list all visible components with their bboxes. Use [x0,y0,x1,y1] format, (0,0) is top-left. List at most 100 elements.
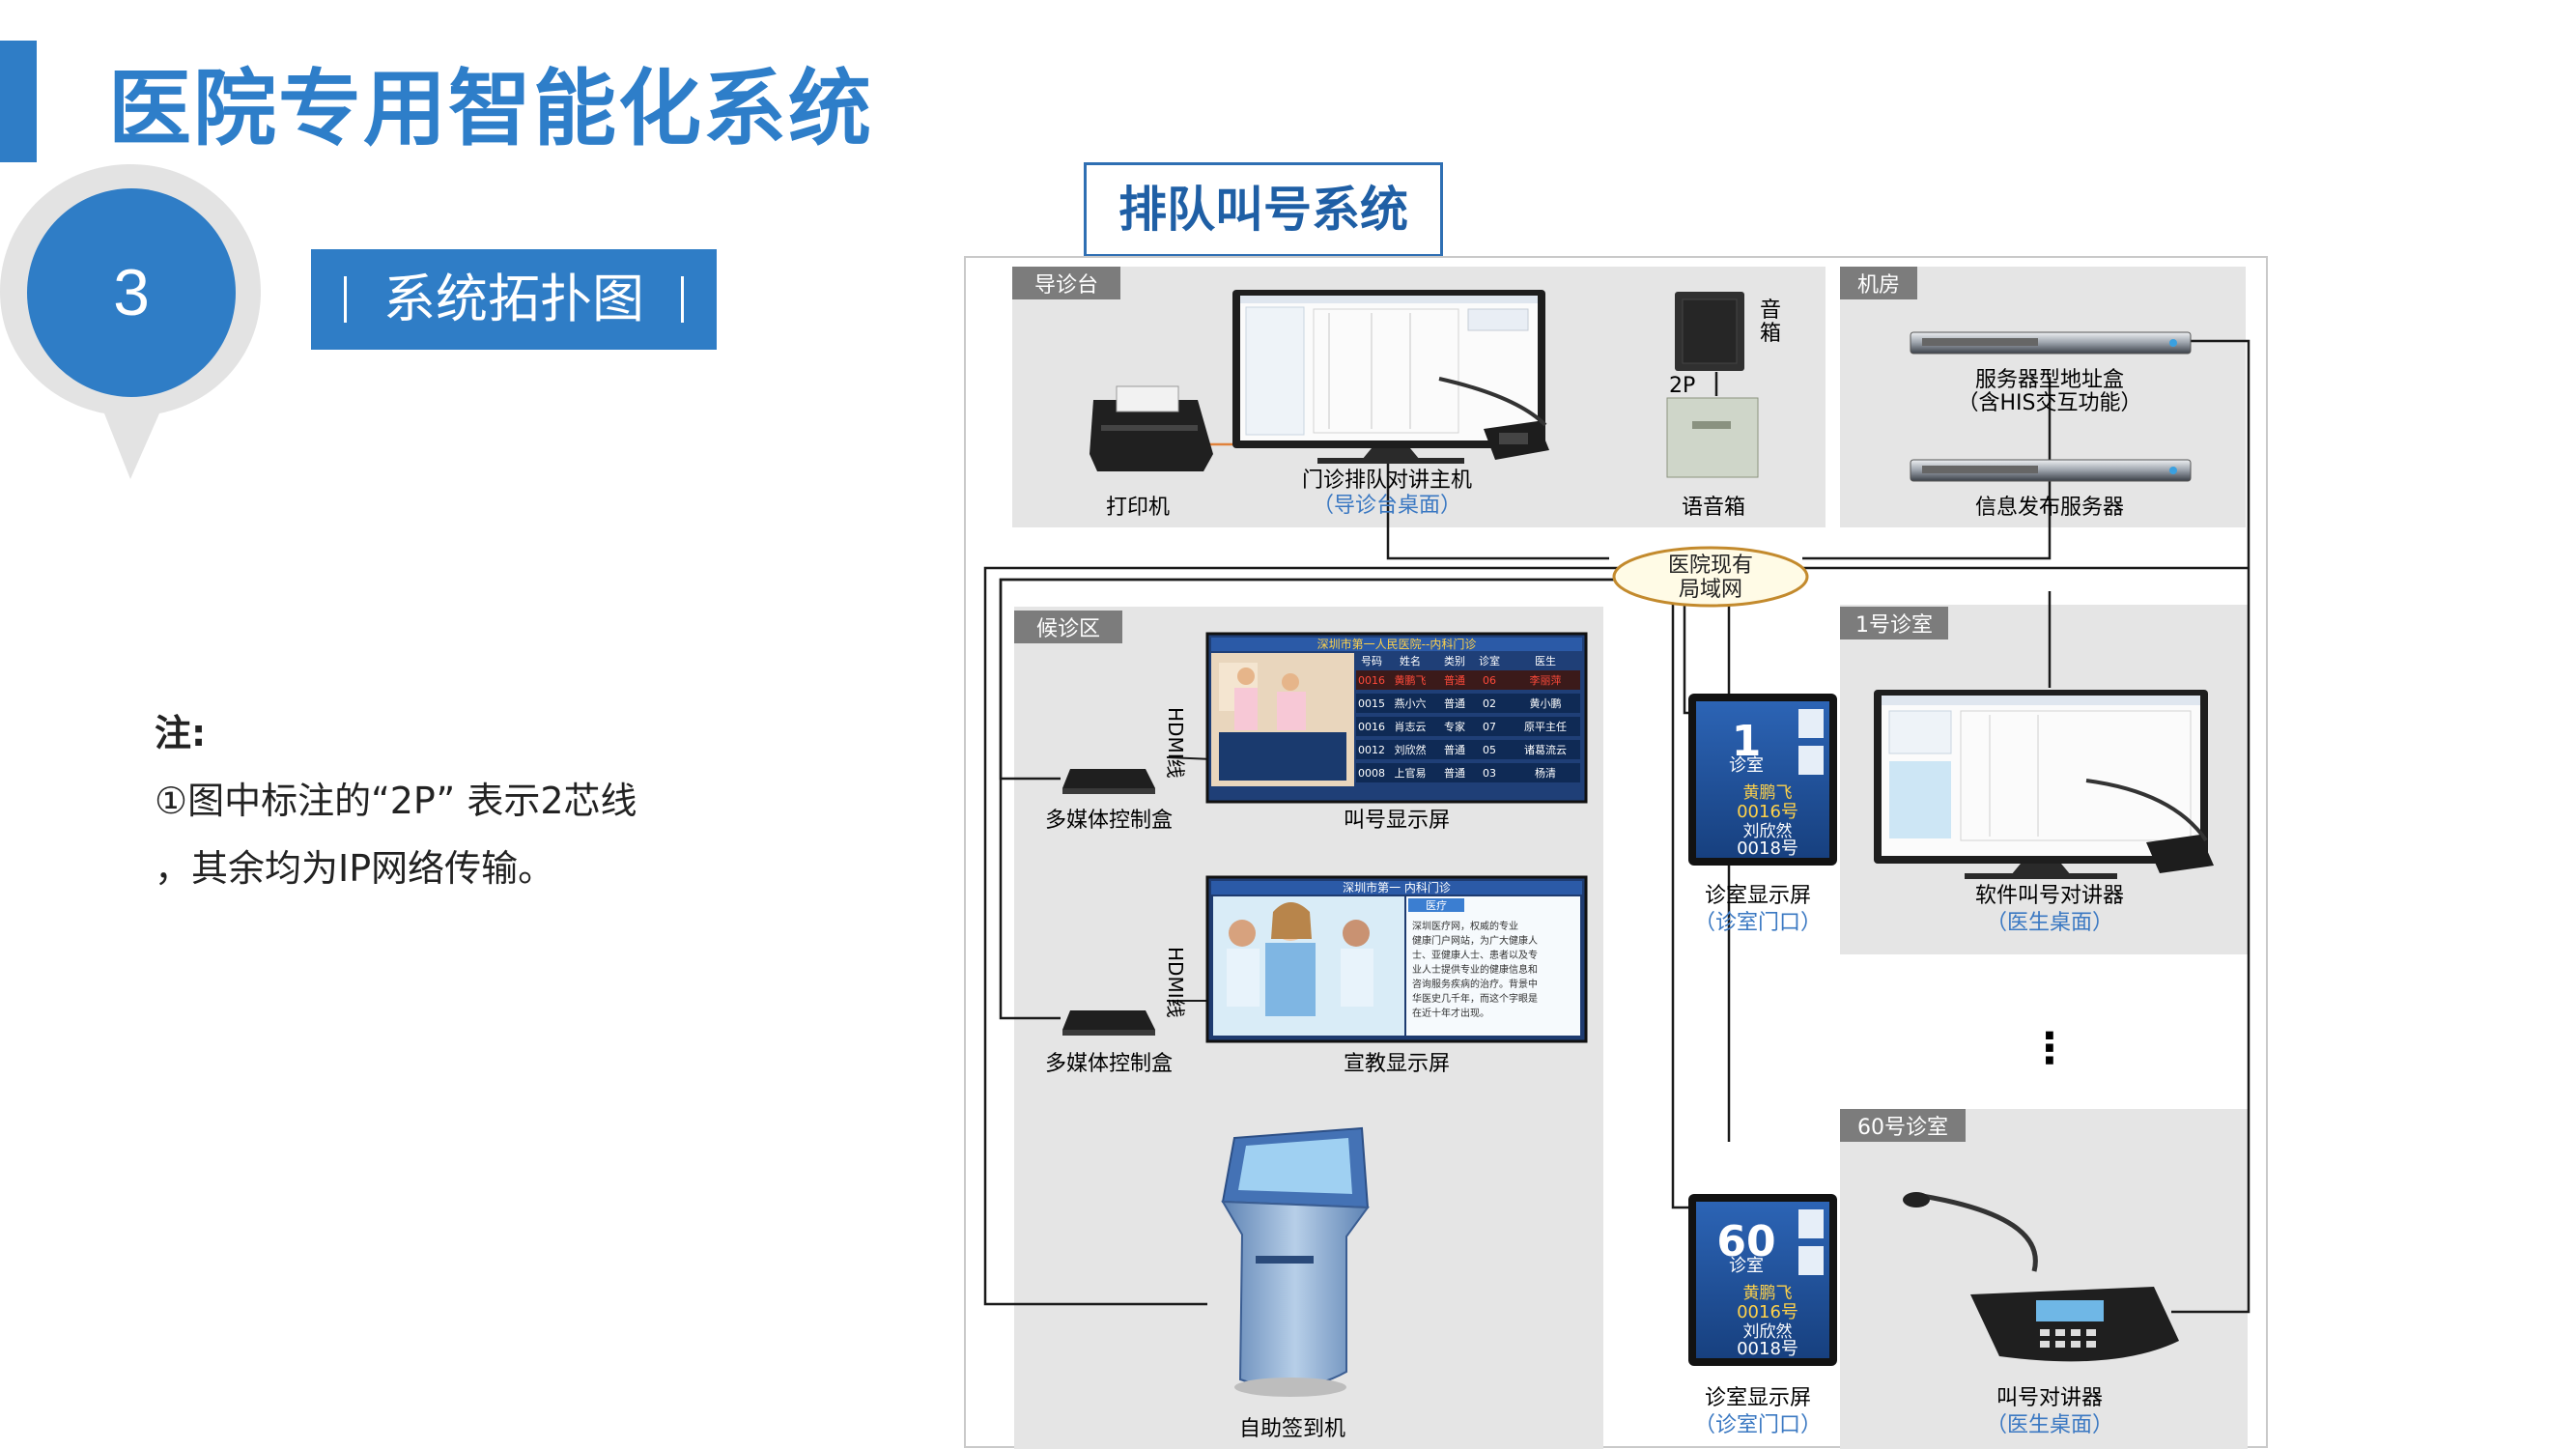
edu-screen-body-line: 咨询服务疾病的治疗。背景中 [1412,978,1538,990]
section-label-box: 系统拓扑图 [311,249,717,350]
call-table-cell: 02 [1483,697,1496,710]
section-label: 系统拓扑图 [383,269,644,329]
room60-room: 诊室 [1729,1256,1764,1276]
zone-machine-room: 机房 [1840,267,2246,527]
call-table-row [1356,763,1580,782]
speaker-icon [1675,292,1744,371]
call-table-cell: 05 [1483,744,1496,756]
room60-number: 60 [1716,1217,1775,1266]
call-table-cell: 专家 [1444,720,1465,733]
kiosk-label: 自助签到机 [1239,1417,1345,1441]
zone-guide-label: 导诊台 [1034,273,1098,298]
room1-num1: 0016号 [1737,802,1798,822]
call-table-row [1356,694,1580,713]
soft-intercom-label-line2: （医生桌面） [1986,911,2113,935]
room1-number: 1 [1732,717,1762,766]
call-table-cell: 燕小六 [1395,697,1427,710]
speaker-label-char2: 箱 [1760,322,1781,346]
room60-screen-label-line1: 诊室显示屏 [1705,1386,1811,1410]
topology-diagram: 导诊台 机房 候诊区 1号诊室 60号诊室 [964,256,2268,1449]
edu-screen-body-line: 华医史几千年，而这个字眼是 [1412,992,1538,1005]
hdmi-cable-1 [1166,756,1214,760]
wire-2p-label: 2P [1669,374,1695,398]
server-address-box-icon [1910,331,2192,355]
multimedia-box-icon-1 [1062,769,1155,794]
printer-label: 打印机 [1106,496,1170,520]
zone-waiting-label: 候诊区 [1036,617,1100,641]
hdmi-label-2: HDMI线 [1164,947,1187,1018]
info-server-icon [1910,459,2192,482]
call-table-cell: 杨清 [1535,766,1556,780]
room60-name2: 刘欣然 [1743,1322,1793,1342]
call-table-cell: 上官易 [1395,766,1427,780]
host-label-line1: 门诊排队对讲主机 [1302,469,1472,493]
edu-screen-body-line: 深圳医疗网，权威的专业 [1412,920,1518,932]
note-title: 注: [155,712,207,754]
room60-num1: 0016号 [1737,1302,1798,1322]
edu-screen-body-line: 士、亚健康人士、患者以及专 [1412,949,1538,961]
call-table-header-cell: 类别 [1444,654,1465,668]
hdmi-label-1: HDMI线 [1164,707,1187,779]
call-table-row [1356,670,1580,690]
doctor-microphone-icon [2085,779,2214,873]
hospital-lan: 医院现有 局域网 [1612,546,1809,608]
title-accent-bar [0,41,37,162]
call-table-cell: 0016 [1358,674,1385,687]
edu-screen-label: 宣教显示屏 [1344,1052,1450,1076]
call-table-cell: 0012 [1358,744,1385,756]
room-display-60: 60 诊室 黄鹏飞 0016号 刘欣然 0018号 [1688,1194,1837,1366]
call-table-cell: 李丽萍 [1530,673,1562,687]
section-number-pin [0,164,261,479]
server1-label-line2: （含HIS交互功能） [1958,391,2142,415]
call-table-cell: 肖志云 [1395,720,1427,733]
note-line-2: ，其余均为IP网络传输。 [155,847,555,890]
room1-screen-label-line1: 诊室显示屏 [1705,884,1811,908]
call-screen-label: 叫号显示屏 [1344,809,1450,833]
call-table-cell: 07 [1483,721,1496,733]
zone-room-60: 60号诊室 [1840,1109,2248,1449]
edu-screen-header: 深圳市第一 内科门诊 [1343,880,1451,895]
edu-screen-body-line: 健康门户网站，为广大健康人 [1412,934,1538,947]
edu-screen-body: 深圳医疗网，权威的专业健康门户网站，为广大健康人士、亚健康人士、患者以及专业人士… [1412,920,1538,1019]
room1-num2: 0018号 [1737,838,1798,859]
call-table-row [1356,717,1580,736]
call-table-header-cell: 诊室 [1479,654,1500,668]
host-label-line2: （导诊台桌面） [1313,494,1461,518]
edu-screen-body-line: 业人士提供专业的健康信息和 [1412,963,1538,976]
multimedia-box-icon-2 [1062,1010,1155,1036]
more-rooms-ellipsis: ⋮ [2028,1024,2071,1073]
call-table-header-cell: 姓名 [1400,654,1421,668]
desk-intercom-label-line2: （医生桌面） [1986,1413,2113,1437]
host-monitor-icon [1232,290,1545,464]
room-display-1: 1 诊室 黄鹏飞 0016号 刘欣然 0018号 [1688,694,1837,866]
note-line-1: ①图中标注的“2P” 表示2芯线 [155,780,637,822]
room1-screen-label-line2: （诊室门口） [1694,911,1822,935]
call-table-cell: 普通 [1444,673,1465,687]
multimedia-box-label-1: 多媒体控制盒 [1045,809,1173,833]
voice-box-label: 语音箱 [1682,496,1745,520]
call-table-cell: 黄小鹏 [1530,696,1562,710]
voice-box-icon [1666,397,1759,478]
page-title: 医院专用智能化系统 [108,61,873,157]
call-table-cell: 0016 [1358,721,1385,733]
printer-icon [1090,385,1213,471]
call-table-cell: 06 [1483,674,1496,687]
desk-intercom-label-line1: 叫号对讲器 [1996,1386,2103,1410]
lan-label-line2: 局域网 [1679,578,1742,602]
lan-label-line1: 医院现有 [1668,554,1753,578]
edu-screen-tab: 医疗 [1426,898,1447,912]
call-table-row [1356,740,1580,759]
room60-num2: 0018号 [1737,1339,1798,1359]
call-table-cell: 刘欣然 [1395,743,1427,756]
edu-screen-body-line: 在近十年才出现。 [1412,1007,1489,1019]
call-table-cell: 0015 [1358,697,1385,710]
section-number: 3 [113,256,150,329]
call-table-cell: 诸葛流云 [1524,743,1567,756]
education-display-screen: 深圳市第一 内科门诊 医疗 深圳医疗网，权威的专业健康门户网站，为广大健康人士、… [1205,875,1588,1043]
call-table-header-cell: 号码 [1361,655,1382,668]
multimedia-box-label-2: 多媒体控制盒 [1045,1052,1173,1076]
zone-room60-label: 60号诊室 [1857,1116,1948,1140]
diagram-title: 排队叫号系统 [1118,182,1408,238]
